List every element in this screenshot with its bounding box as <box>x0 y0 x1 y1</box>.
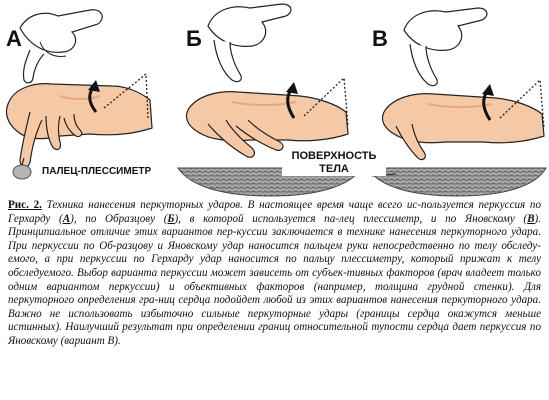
body-surface-c <box>367 167 547 197</box>
panel-c-illustration <box>381 7 545 161</box>
panel-b-illustration <box>185 3 349 158</box>
panel-c-striking-hand <box>381 93 545 144</box>
label-body-surface-line-1: ПОВЕРХНОСТЬ <box>291 150 377 162</box>
caption-text-3: ), в которой используется па-лец плессим… <box>174 212 528 225</box>
caption-text-2: ), по Образцову ( <box>70 212 168 225</box>
panel-a-plessimeter-hand <box>5 83 153 140</box>
panel-letter-c: В <box>372 26 388 51</box>
caption-ref-b: Б <box>167 212 175 225</box>
figure-number: Рис. 2. <box>8 199 42 211</box>
label-body-surface-line-2: ТЕЛА <box>319 163 349 175</box>
panel-c-raised-hand <box>403 7 488 51</box>
caption-ref-a: А <box>62 212 71 225</box>
panel-b-striking-hand <box>185 91 349 142</box>
caption-ref-c: В <box>527 212 535 225</box>
label-plessimeter-finger: ПАЛЕЦ-ПЛЕССИМЕТР <box>40 166 154 178</box>
figure-caption: Рис. 2. Техника нанесения перкуторных уд… <box>8 199 541 349</box>
panel-letter-b: Б <box>186 26 202 51</box>
caption-text-1: Техника нанесения перкуторных ударов. В … <box>8 199 541 225</box>
label-body-surface: ПОВЕРХНОСТЬ ТЕЛА <box>282 150 386 176</box>
panel-a-striking-hand <box>19 9 103 53</box>
percussion-figure: А Б В ПАЛЕЦ-ПЛЕССИМЕТР ПОВЕРХНОСТЬ ТЕЛА <box>0 0 549 198</box>
panel-letter-a: А <box>6 26 22 51</box>
panel-a-illustration <box>5 9 153 180</box>
panel-b-raised-hand <box>207 3 292 47</box>
caption-text-4: ). Принципиальное отличие этих вариантов… <box>8 212 541 347</box>
